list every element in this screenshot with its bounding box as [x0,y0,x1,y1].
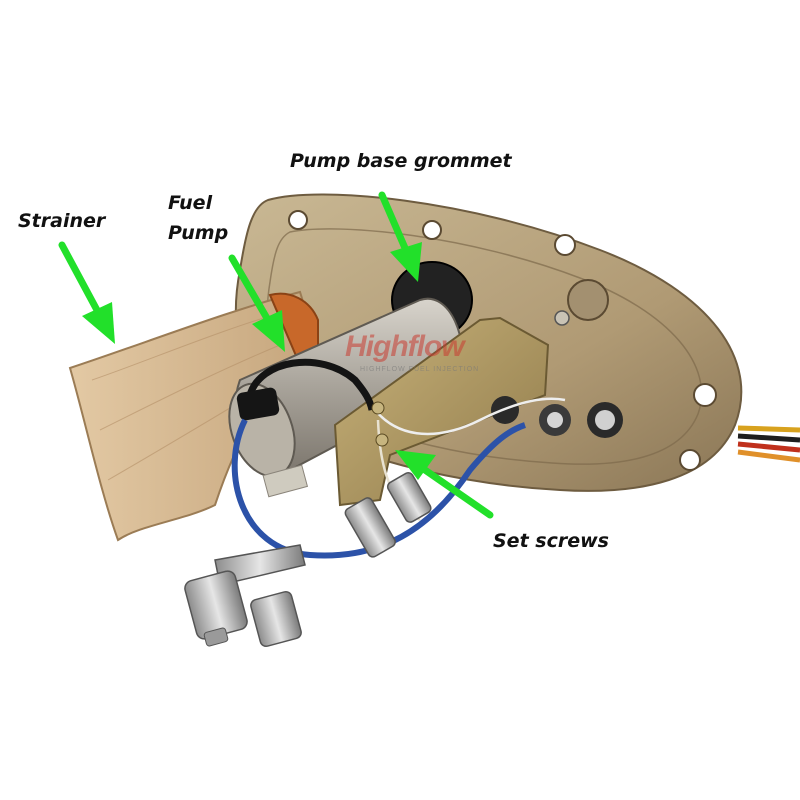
label-fuel-pump-line1: Fuel [168,192,213,214]
label-pump-base-grommet: Pump base grommet [290,150,512,172]
annotation-arrows [58,191,494,519]
label-fuel-pump-line2: Pump [168,222,229,244]
set-screw [371,401,385,415]
wire-bundle [737,425,800,463]
strainer [68,290,320,542]
mounting-bracket [333,316,550,507]
watermark-tagline: HIGHFLOW FUEL INJECTION [360,366,480,373]
electrical-terminals [491,396,623,438]
set-screw [375,433,389,447]
highflow-watermark: Highflow [345,330,465,363]
fuel-pipes [184,472,432,648]
black-wire [246,358,376,411]
label-set-screws: Set screws [493,530,609,552]
label-strainer: Strainer [18,210,106,232]
